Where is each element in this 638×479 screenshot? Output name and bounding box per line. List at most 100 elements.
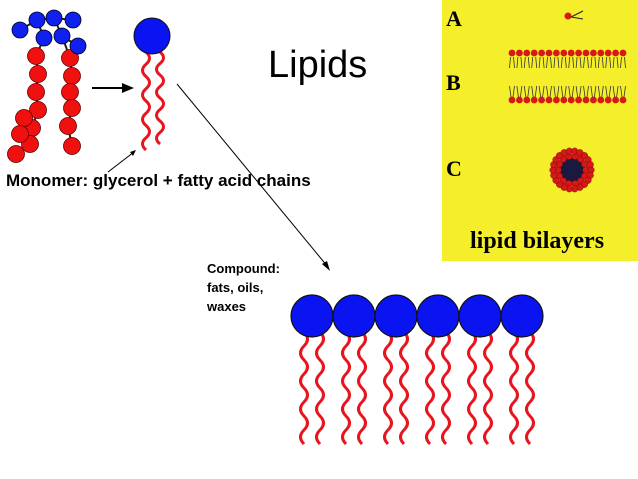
bilayer-tail <box>542 56 545 69</box>
glycerol-atom <box>11 21 29 39</box>
bilayer-tail <box>587 56 589 69</box>
panel-letter-c: C <box>446 156 462 181</box>
bilayer-tail <box>616 56 619 69</box>
bilayer-head <box>567 49 575 57</box>
micelle-core <box>560 158 584 182</box>
panel-figure <box>442 0 638 261</box>
bilayer-head <box>538 96 545 104</box>
bilayer-tail <box>590 85 593 98</box>
bilayer-tail <box>560 85 564 98</box>
bilayer-head <box>604 49 612 57</box>
bilayer-tail <box>583 85 586 98</box>
bilayer-tail <box>601 85 604 98</box>
fatty-acid-atom <box>7 145 25 163</box>
fatty-acid-atom <box>29 101 47 119</box>
bilayer-head <box>582 49 590 57</box>
compound-line: Compound: <box>207 261 280 276</box>
lipid-bilayers-panel: A B C lipid bilayers <box>442 0 638 261</box>
bilayer-tail <box>571 85 575 98</box>
bilayer-head <box>612 49 619 57</box>
bilayer-tail <box>623 85 626 98</box>
lipid-head <box>133 17 171 55</box>
bilayer-head <box>553 96 560 104</box>
bilayer-head <box>545 49 553 57</box>
bilayer-tail <box>594 85 597 98</box>
bilayer-tail <box>509 85 512 98</box>
panel-a-molecule <box>564 10 584 20</box>
bilayer-head <box>612 96 619 104</box>
bilayer-tail <box>523 85 527 98</box>
bilayer-tail <box>546 85 549 98</box>
bilayer-tail <box>612 56 615 69</box>
bilayer-tail <box>601 56 604 69</box>
bilayer-head <box>575 49 582 57</box>
fatty-acid-atom <box>29 65 47 83</box>
bilayer-head <box>560 96 568 104</box>
bilayer-tail <box>579 85 582 98</box>
bilayer-tail <box>557 56 560 69</box>
micelle-head <box>586 161 594 169</box>
bilayer-tail <box>590 56 593 69</box>
bilayer-tail <box>527 85 530 98</box>
bilayer-tail <box>549 85 552 98</box>
lipid-row <box>290 294 544 446</box>
bilayer-tail <box>557 85 560 98</box>
lipid-head <box>290 294 334 338</box>
bilayer-head <box>545 96 553 104</box>
bilayer-head <box>590 49 597 57</box>
fatty-acid-atom <box>63 137 81 155</box>
bilayer-tail <box>605 85 608 98</box>
fatty-acid-atom <box>63 99 81 117</box>
compound-pointer-line <box>176 83 330 271</box>
bilayer-tail <box>523 56 526 69</box>
lipid-tail <box>357 330 367 446</box>
bilayer-tail <box>568 85 571 98</box>
bilayer-head <box>567 96 575 104</box>
bilayer-tail <box>609 56 612 69</box>
lipid-tail <box>525 330 535 446</box>
bilayer-tail <box>513 56 515 69</box>
bilayer-tail <box>527 56 530 69</box>
bilayer-tail <box>568 56 571 69</box>
compound-line: fats, oils, <box>207 280 264 295</box>
fatty-acid-atom <box>27 83 45 101</box>
bilayer-tail <box>575 85 578 98</box>
fatty-acid-atom <box>63 67 81 85</box>
bilayer-tail <box>520 56 523 69</box>
bilayer-head <box>516 49 523 57</box>
bilayer-tail <box>597 56 600 69</box>
glycerol-atom <box>53 27 71 45</box>
bilayer-tail <box>575 56 578 69</box>
bilayer-tail <box>597 85 601 98</box>
lipid-tail <box>383 330 393 446</box>
bilayer-tail <box>516 56 519 69</box>
monomer-label: Monomer: glycerol + fatty acid chains <box>6 171 311 190</box>
bilayer-tail <box>534 85 538 98</box>
bilayer-head <box>575 96 582 104</box>
compound-line: waxes <box>207 299 247 314</box>
lipid-tail <box>141 50 151 152</box>
lipid-head <box>416 294 460 338</box>
fatty-acid-atom <box>61 49 79 67</box>
bilayer-tail <box>579 56 582 69</box>
panel-letter-b: B <box>446 70 461 95</box>
lipid-tail <box>483 330 493 446</box>
page-title: Lipids <box>268 44 368 86</box>
bilayer-tail <box>624 56 626 69</box>
bilayer-tail <box>594 56 597 69</box>
bilayer-tail <box>516 85 519 98</box>
bilayer-head <box>553 49 560 57</box>
bilayer-head <box>597 49 605 57</box>
lipid-tail <box>509 330 519 446</box>
bilayer-head <box>560 49 568 57</box>
bilayer-tail <box>560 56 563 69</box>
bilayer-tail <box>620 85 623 98</box>
glycerol-atom <box>64 11 82 29</box>
bilayer-head <box>582 96 590 104</box>
bilayer-head <box>597 96 605 104</box>
glycerol-atom <box>69 37 87 55</box>
bilayer-head <box>619 96 627 104</box>
lipid-head <box>332 294 376 338</box>
